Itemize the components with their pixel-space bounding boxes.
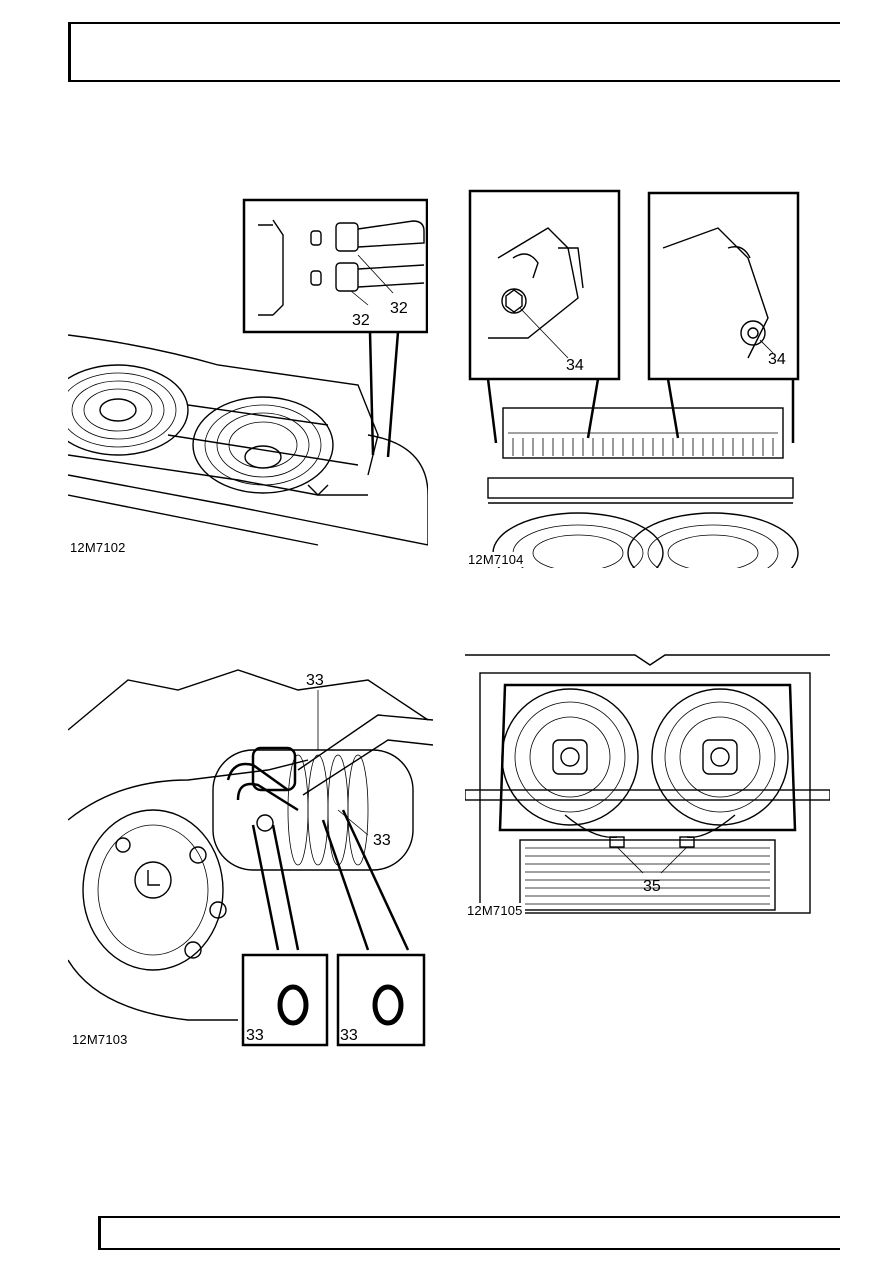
figure-reference-12m7102: 12M7102: [70, 540, 126, 555]
callout-33-right: 33: [373, 832, 391, 849]
callout-33-inset-left: 33: [246, 1027, 264, 1044]
figure-reference-12m7105: 12M7105: [467, 903, 525, 918]
figure-reference-12m7104: 12M7104: [468, 552, 526, 567]
callout-34-left: 34: [566, 357, 584, 374]
page-footer-frame: [98, 1216, 840, 1250]
callout-35: 35: [643, 878, 661, 895]
callout-34-right: 34: [768, 351, 786, 368]
callout-32-upper: 32: [390, 300, 408, 317]
figure-12m7104: 34 34: [468, 188, 808, 568]
figure-reference-12m7103: 12M7103: [72, 1032, 128, 1047]
callout-33-top: 33: [306, 672, 324, 689]
figure-12m7103: 33 33 33 33: [68, 660, 433, 1050]
page-header-frame: [68, 22, 840, 82]
figure-12m7105: 35: [465, 645, 830, 920]
figure-12m7102: 32 32: [68, 195, 428, 555]
callout-32-lower: 32: [352, 312, 370, 329]
callout-33-inset-right: 33: [340, 1027, 358, 1044]
